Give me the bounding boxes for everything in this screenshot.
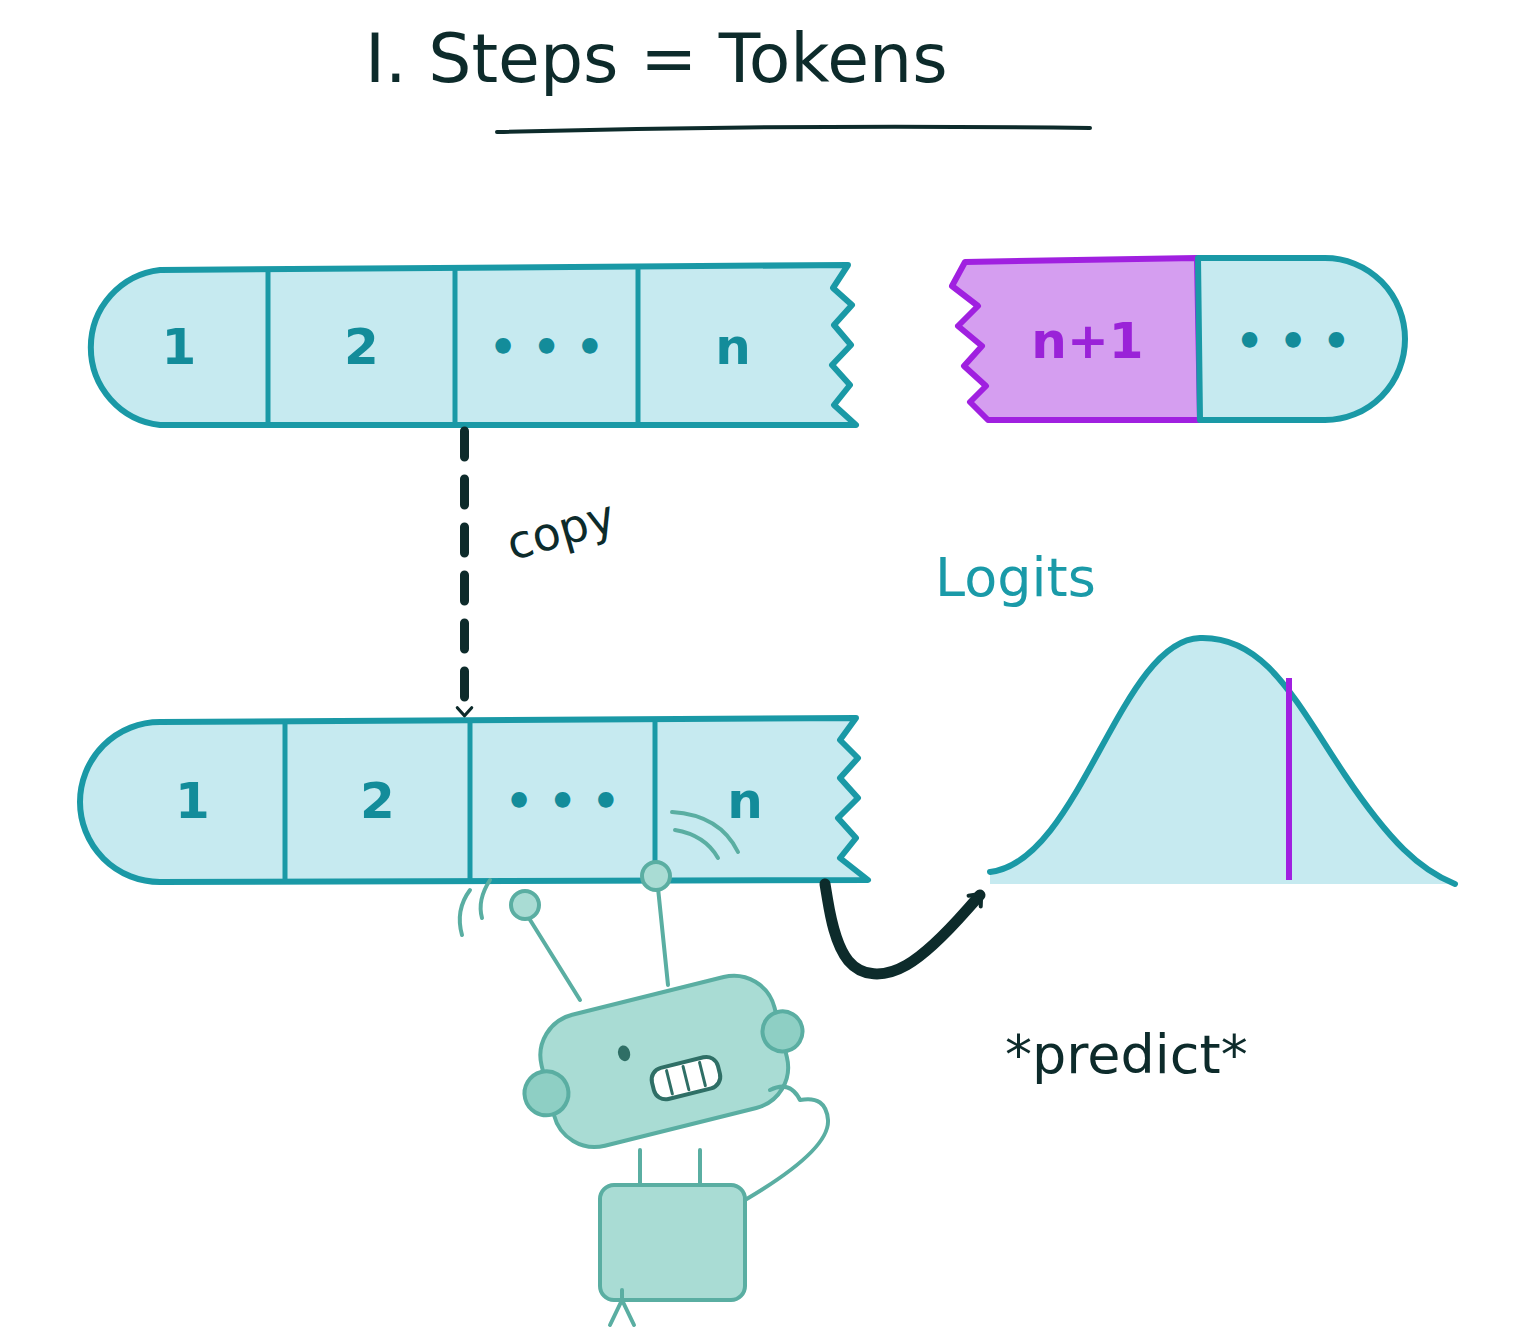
robot-arm xyxy=(745,1087,828,1200)
cell-divider xyxy=(468,720,473,881)
token-cell: 2 xyxy=(268,270,455,425)
token-cell: 1 xyxy=(90,270,268,425)
token-label: 1 xyxy=(162,320,197,375)
signal-wave xyxy=(460,890,470,935)
plot-heading: Logits xyxy=(935,548,1096,607)
token-label: 2 xyxy=(360,774,395,829)
logit-curve xyxy=(990,638,1455,884)
token-label: 2 xyxy=(344,320,379,375)
token-cell: • • • xyxy=(455,270,638,425)
robot-ear xyxy=(758,1007,806,1055)
next-token-cell: n+1 xyxy=(980,262,1195,420)
token-cell: n xyxy=(638,270,828,425)
tape-piece xyxy=(1198,258,1405,420)
signal-wave xyxy=(675,830,718,858)
robot xyxy=(460,812,828,1325)
robot-body xyxy=(600,1185,745,1300)
logits-plot: Logits xyxy=(935,548,1455,885)
curve-fill xyxy=(990,638,1455,884)
cell-dividers xyxy=(268,266,638,424)
copy-arrow xyxy=(460,431,469,714)
cell-dividers xyxy=(285,719,655,881)
token-label: • • • xyxy=(1235,317,1350,365)
token-cell: 2 xyxy=(285,722,470,880)
robot-teeth xyxy=(667,1062,706,1094)
title: I. Steps = Tokens xyxy=(365,22,948,97)
signal-wave xyxy=(481,880,490,918)
token-label: n xyxy=(715,320,751,375)
token-cell: n xyxy=(655,722,835,880)
tape-piece xyxy=(80,718,868,882)
robot-leg xyxy=(610,1290,634,1325)
robot-ear xyxy=(520,1067,573,1120)
antenna-ball xyxy=(511,891,539,919)
robot-head xyxy=(531,967,797,1156)
robot-antenna xyxy=(658,888,668,985)
tape-piece xyxy=(91,265,856,425)
cell-divider xyxy=(283,721,288,881)
token-cell: • • • xyxy=(470,722,655,880)
next-token-piece xyxy=(952,258,1200,420)
token-label: n xyxy=(727,774,763,829)
edge-label: *predict* xyxy=(1005,1025,1248,1084)
token-label: 1 xyxy=(175,774,210,829)
cell-divider xyxy=(636,266,641,424)
cell-divider xyxy=(266,268,271,424)
robot-eye xyxy=(616,1044,632,1062)
edge-label: copy xyxy=(501,491,621,570)
token-cell: 1 xyxy=(100,722,285,880)
token-label: • • • xyxy=(489,323,604,371)
sampled-marker xyxy=(1286,678,1292,880)
robot-antenna xyxy=(527,915,580,1000)
token-label: • • • xyxy=(505,777,620,825)
predict-arrow xyxy=(825,884,980,974)
robot-mouth xyxy=(649,1054,723,1102)
token-label: n+1 xyxy=(1031,314,1143,369)
antenna-ball xyxy=(642,862,670,890)
cell-divider xyxy=(453,267,458,424)
title-underline xyxy=(497,127,1090,132)
token-cell: • • • xyxy=(1198,262,1388,420)
cell-divider xyxy=(653,719,658,880)
